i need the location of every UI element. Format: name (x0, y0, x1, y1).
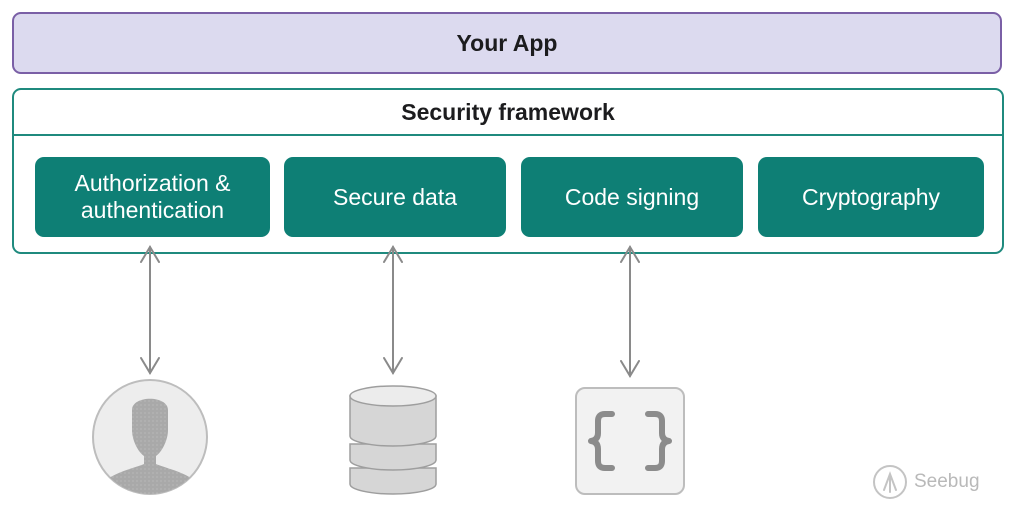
database-icon (349, 385, 437, 495)
module-code-signing: Code signing (521, 157, 743, 237)
your-app-layer: Your App (12, 12, 1002, 74)
user-avatar-icon (92, 379, 208, 495)
your-app-label: Your App (456, 29, 558, 56)
double-arrow-secure-data (383, 245, 403, 375)
module-authorization-authentication: Authorization & authentication (35, 157, 270, 237)
double-arrow-auth (140, 245, 160, 375)
module-secure-data: Secure data (284, 157, 506, 237)
seebug-watermark-text: Seebug (914, 471, 980, 492)
module-label: Secure data (332, 183, 458, 210)
module-label: Cryptography (801, 183, 941, 210)
security-framework-container: Security framework Authorization & authe… (12, 88, 1004, 254)
double-arrow-code-signing (620, 245, 640, 378)
security-framework-title: Security framework (14, 90, 1002, 136)
seebug-logo-icon (873, 465, 907, 499)
module-label: Authorization & authentication (74, 170, 231, 223)
module-label: Code signing (564, 183, 700, 210)
seebug-watermark: Seebug (870, 462, 980, 502)
code-braces-icon (575, 387, 685, 495)
module-cryptography: Cryptography (758, 157, 984, 237)
